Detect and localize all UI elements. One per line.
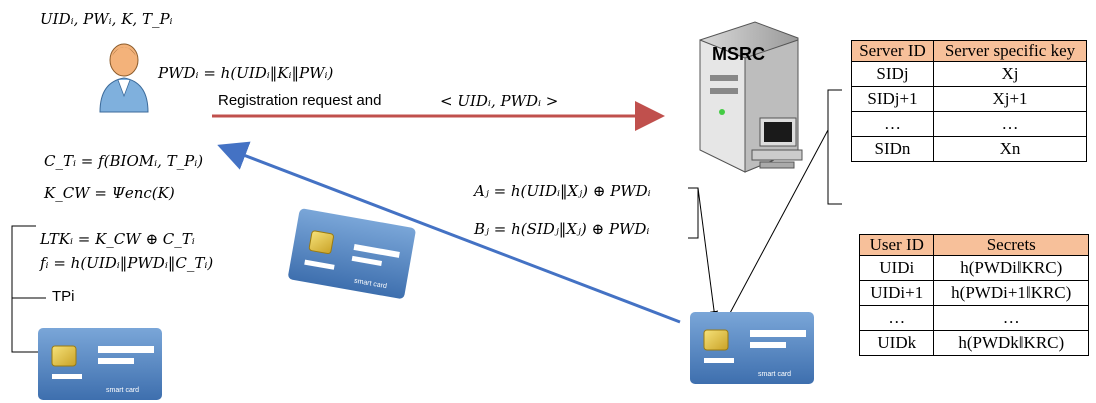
svg-text:smart card: smart card <box>758 371 791 378</box>
a-formula: Aⱼ = h(UIDᵢ‖Xⱼ) ⊕ PWDᵢ <box>474 182 651 200</box>
table-cell: SIDj+1 <box>851 86 934 112</box>
ct-formula: C_Tᵢ = f(BIOMᵢ, T_Pᵢ) <box>44 152 204 170</box>
pwd-formula: PWDᵢ = h(UIDᵢ‖Kᵢ‖PWᵢ) <box>158 64 334 82</box>
user-icon <box>99 43 149 113</box>
msrc-label: MSRC <box>712 44 765 64</box>
table-cell: SIDn <box>851 136 934 162</box>
table-cell: h(PWDi+1‖KRC) <box>933 280 1089 306</box>
table-row: SIDn Xn <box>851 136 1088 162</box>
server-icon <box>699 21 803 173</box>
tp-label: TPi <box>52 288 75 305</box>
kcw-formula: K_CW = Ψenc(K) <box>44 184 175 202</box>
server-key-table: Server ID Server specific key SIDj Xj SI… <box>851 40 1088 162</box>
registration-msg: < UIDᵢ, PWDᵢ > <box>440 92 559 110</box>
smart-card-middle: smart card <box>288 208 416 299</box>
table-cell: UIDi+1 <box>858 280 935 306</box>
table-row: UIDi h(PWDi‖KRC) <box>858 255 1089 281</box>
server-table-header-key: Server specific key <box>932 40 1088 62</box>
table-cell: h(PWDi‖KRC) <box>933 255 1089 281</box>
card-issue-arrow <box>217 141 681 324</box>
table-cell: Xj <box>932 61 1088 87</box>
user-table-header-secrets: Secrets <box>933 234 1089 256</box>
table-cell: Xj+1 <box>932 86 1088 112</box>
table-cell: … <box>933 305 1089 331</box>
smart-card-user: smart card <box>38 328 162 400</box>
f-formula: fᵢ = h(UIDᵢ‖PWDᵢ‖C_Tᵢ) <box>40 254 214 272</box>
registration-label: Registration request and <box>218 92 382 109</box>
table-cell: … <box>851 111 934 137</box>
smart-card-server: smart card <box>690 312 814 384</box>
user-secret-table: User ID Secrets UIDi h(PWDi‖KRC) UIDi+1 … <box>858 234 1089 356</box>
table-cell: … <box>858 305 935 331</box>
table-row: UIDi+1 h(PWDi+1‖KRC) <box>858 280 1089 306</box>
user-table-header-id: User ID <box>858 234 935 256</box>
table-cell: UIDk <box>858 330 935 356</box>
table-row: SIDj Xj <box>851 61 1088 87</box>
table-row: UIDk h(PWDk‖KRC) <box>858 330 1089 356</box>
table-row: … … <box>851 111 1088 137</box>
table-cell: h(PWDk‖KRC) <box>933 330 1089 356</box>
table-row: SIDj+1 Xj+1 <box>851 86 1088 112</box>
table-cell: Xn <box>932 136 1088 162</box>
user-params: UIDᵢ, PWᵢ, K, T_Pᵢ <box>40 10 173 28</box>
ltk-formula: LTKᵢ = K_CW ⊕ C_Tᵢ <box>40 230 195 248</box>
b-formula: Bⱼ = h(SIDⱼ‖Xⱼ) ⊕ PWDᵢ <box>474 220 650 238</box>
server-table-header-id: Server ID <box>851 40 934 62</box>
table-cell: UIDi <box>858 255 935 281</box>
table-row: … … <box>858 305 1089 331</box>
svg-text:smart card: smart card <box>106 387 139 394</box>
table-cell: … <box>932 111 1088 137</box>
table-cell: SIDj <box>851 61 934 87</box>
